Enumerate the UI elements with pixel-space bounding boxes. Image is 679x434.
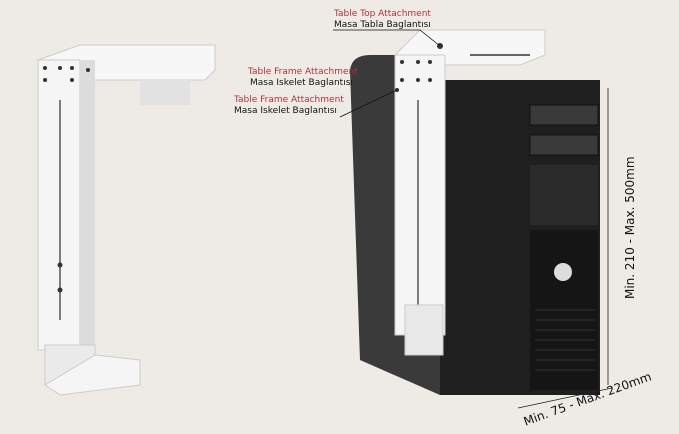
annotation-table-top: Table Top Attachment Masa Tabla Baglantı… (334, 9, 431, 31)
annotation-label-tr: Masa Tabla Baglantısı (334, 20, 431, 30)
annotation-table-frame-2: Table Frame Attachment Masa Iskelet Bagl… (234, 95, 344, 117)
pc-case (350, 55, 600, 395)
bracket-mounted (394, 29, 546, 356)
annotation-label-en: Table Top Attachment (334, 9, 431, 19)
bracket-standalone (37, 44, 216, 396)
annotation-label-en: Table Frame Attachment (234, 95, 344, 105)
annotation-label-tr: Masa Iskelet Baglantısı (250, 78, 353, 88)
dimension-lines (517, 88, 613, 409)
annotation-table-frame-1: Table Frame Attachment Masa Iskelet Bagl… (248, 67, 358, 89)
annotation-label-en: Table Frame Attachment (248, 67, 358, 77)
height-dimension-label: Min. 210 - Max. 500mm (623, 156, 637, 299)
annotation-label-tr: Masa Iskelet Baglantısı (234, 106, 337, 116)
leader-lines (333, 29, 441, 118)
